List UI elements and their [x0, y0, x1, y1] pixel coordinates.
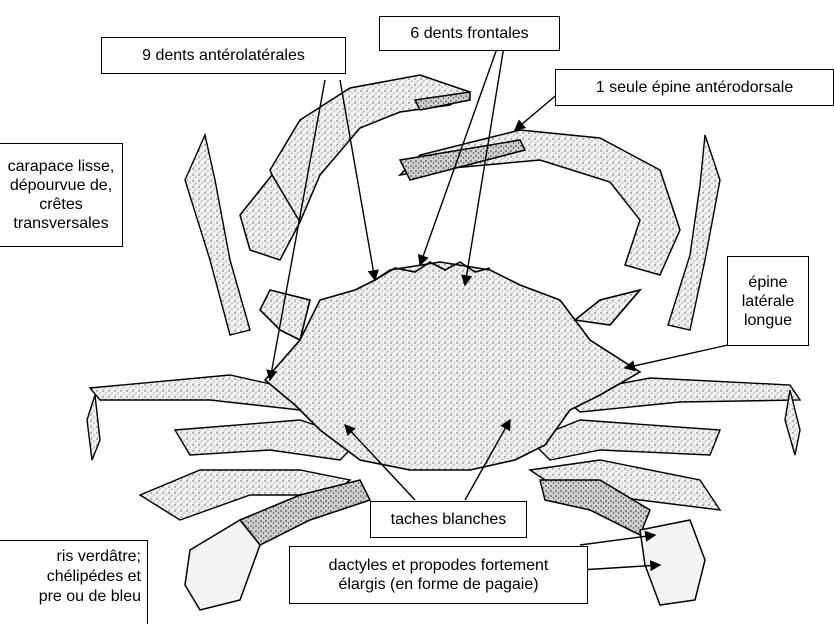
color-note-line-1: ris verdâtre;: [0, 547, 141, 567]
label-lateral-spine: épine latérale longue: [727, 256, 809, 346]
label-anterolateral-text: 9 dents antérolatérales: [142, 46, 305, 65]
label-lateral-spine-line-2: latérale: [742, 292, 794, 311]
label-anterodorsal-text: 1 seule épine antérodorsale: [596, 78, 793, 97]
label-dactyls-line-1: dactyles et propodes fortement: [329, 556, 549, 575]
label-frontal-text: 6 dents frontales: [410, 24, 528, 43]
label-carapace-line-3: crêtes: [39, 195, 83, 214]
label-carapace-line-1: carapace lisse,: [8, 157, 115, 176]
label-anterolateral-teeth: 9 dents antérolatérales: [101, 37, 346, 74]
label-white-spots: taches blanches: [370, 501, 527, 538]
label-anterodorsal-spine: 1 seule épine antérodorsale: [555, 69, 834, 106]
label-carapace-line-2: dépourvue de,: [10, 176, 112, 195]
label-smooth-carapace: carapace lisse, dépourvue de, crêtes tra…: [0, 143, 123, 247]
label-paddle-dactyls: dactyles et propodes fortement élargis (…: [289, 546, 588, 604]
color-note-line-3: pre ou de bleu: [0, 587, 141, 607]
label-white-spots-text: taches blanches: [391, 510, 507, 529]
label-frontal-teeth: 6 dents frontales: [379, 16, 560, 51]
color-note-line-2: chélipédes et: [0, 567, 141, 587]
label-carapace-line-4: transversales: [13, 214, 108, 233]
color-note: ris verdâtre; chélipédes et pre ou de bl…: [0, 540, 148, 624]
label-dactyls-line-2: élargis (en forme de pagaie): [338, 575, 538, 594]
label-lateral-spine-line-1: épine: [748, 273, 787, 292]
label-lateral-spine-line-3: longue: [744, 311, 792, 330]
